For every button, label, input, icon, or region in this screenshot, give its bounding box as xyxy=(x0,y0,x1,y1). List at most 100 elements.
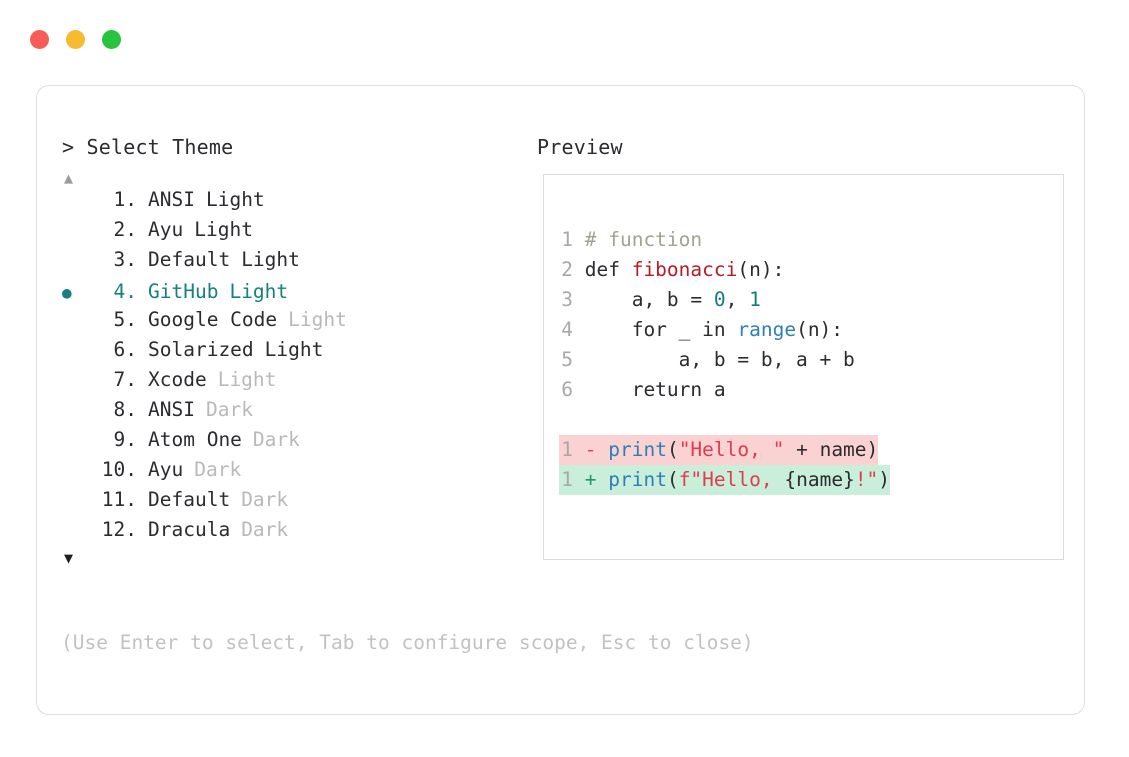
code-token: {name} xyxy=(784,468,855,491)
theme-index-label: 6. xyxy=(113,338,137,361)
theme-list-item[interactable]: 6. Solarized Light xyxy=(62,338,502,368)
theme-variant-label: Light xyxy=(241,248,300,271)
theme-name-label: GitHub xyxy=(148,280,219,303)
theme-index-label: 8. xyxy=(113,398,137,421)
window-traffic-lights xyxy=(30,30,121,49)
line-number: 2 xyxy=(561,258,573,281)
theme-variant-label: Dark xyxy=(252,428,300,451)
line-number: 3 xyxy=(561,288,573,311)
code-token: print xyxy=(608,468,667,491)
theme-variant-label: Light xyxy=(288,308,347,331)
theme-index-label: 10. xyxy=(101,458,137,481)
theme-variant-label: Light xyxy=(229,280,289,303)
code-token: + name) xyxy=(784,438,879,461)
scroll-up-arrow-icon[interactable]: ▲ xyxy=(64,169,74,187)
close-window-button[interactable] xyxy=(30,30,49,49)
theme-list-item[interactable]: 8. ANSI Dark xyxy=(62,398,502,428)
select-theme-header: > Select Theme xyxy=(62,135,234,159)
theme-index-label: 5. xyxy=(113,308,137,331)
theme-name-label: ANSI xyxy=(148,188,195,211)
theme-name-label: ANSI xyxy=(148,398,195,421)
diff-minus-sign: - xyxy=(573,438,597,461)
theme-list-item[interactable]: 10. Ayu Dark xyxy=(62,458,502,488)
theme-list-item[interactable]: 7. Xcode Light xyxy=(62,368,502,398)
theme-list-item[interactable]: 11. Default Dark xyxy=(62,488,502,518)
code-token xyxy=(596,468,608,491)
keyboard-hint-text: (Use Enter to select, Tab to configure s… xyxy=(61,631,754,654)
theme-name-label: Google Code xyxy=(148,308,278,331)
code-token xyxy=(596,438,608,461)
code-spacer xyxy=(559,405,890,435)
code-token: , xyxy=(725,288,750,311)
code-token: 1 xyxy=(749,288,761,311)
diff-line-row: 1 - print("Hello, " + name) xyxy=(559,435,890,465)
code-token: ( xyxy=(666,468,679,491)
code-line: 4 for _ in range(n): xyxy=(559,315,890,345)
theme-variant-label: Light xyxy=(205,188,265,211)
theme-variant-label: Light xyxy=(217,368,277,391)
theme-name-label: Solarized xyxy=(148,338,254,361)
code-token: range xyxy=(737,318,797,341)
theme-index-label: 7. xyxy=(113,368,137,391)
code-token: ) xyxy=(878,468,891,491)
code-token: ( xyxy=(666,438,679,461)
theme-variant-label: Dark xyxy=(205,398,253,421)
code-line: 5 a, b = b, a + b xyxy=(559,345,890,375)
code-line: 1 # function xyxy=(559,225,890,255)
theme-name-label: Default xyxy=(148,488,231,511)
theme-name-label: Ayu xyxy=(148,218,184,241)
code-line: 2 def fibonacci(n): xyxy=(559,255,890,285)
code-token: fibonacci xyxy=(631,258,738,281)
theme-list-item[interactable]: 5. Google Code Light xyxy=(62,308,502,338)
theme-name-label: Atom One xyxy=(148,428,242,451)
theme-index-label: 11. xyxy=(101,488,137,511)
code-token: print xyxy=(608,438,667,461)
code-token: a, b = xyxy=(573,288,714,311)
theme-name-label: Ayu xyxy=(148,458,184,481)
selected-bullet-icon: ● xyxy=(62,283,72,302)
minimize-window-button[interactable] xyxy=(66,30,85,49)
code-token: "Hello, " xyxy=(678,438,785,461)
code-token: return a xyxy=(573,378,726,401)
diff-line-row: 1 + print(f"Hello, {name}!") xyxy=(559,465,891,495)
code-line: 3 a, b = 0, 1 xyxy=(559,285,890,315)
code-token: (n): xyxy=(737,258,785,281)
theme-variant-label: Dark xyxy=(241,518,289,541)
theme-name-label: Default xyxy=(148,248,231,271)
theme-variant-label: Dark xyxy=(194,458,242,481)
theme-variant-label: Light xyxy=(264,338,324,361)
theme-name-label: Xcode xyxy=(148,368,207,391)
code-token: (n): xyxy=(796,318,844,341)
theme-name-label: Dracula xyxy=(148,518,231,541)
code-token: # function xyxy=(573,228,703,251)
diff-removed-line: 1 - print("Hello, " + name) xyxy=(559,435,879,465)
theme-index-label: 4. xyxy=(113,280,137,303)
scroll-down-arrow-icon[interactable]: ▼ xyxy=(64,549,74,567)
theme-list-item[interactable]: 12. Dracula Dark xyxy=(62,518,502,548)
theme-index-label: 12. xyxy=(101,518,137,541)
line-number: 5 xyxy=(561,348,573,371)
maximize-window-button[interactable] xyxy=(102,30,121,49)
theme-list-item[interactable]: ● 4. GitHub Light xyxy=(62,278,502,308)
preview-header: Preview xyxy=(537,135,623,159)
theme-index-label: 2. xyxy=(113,218,137,241)
code-line: 6 return a xyxy=(559,375,890,405)
code-token: a, b = b, a + b xyxy=(573,348,855,371)
code-token: for _ in xyxy=(573,318,738,341)
line-number: 1 xyxy=(561,468,573,491)
code-token: 0 xyxy=(713,288,726,311)
code-token: def xyxy=(573,258,632,281)
line-number: 6 xyxy=(561,378,573,401)
line-number: 4 xyxy=(561,318,573,341)
theme-variant-label: Dark xyxy=(241,488,289,511)
code-token: !" xyxy=(854,468,879,491)
